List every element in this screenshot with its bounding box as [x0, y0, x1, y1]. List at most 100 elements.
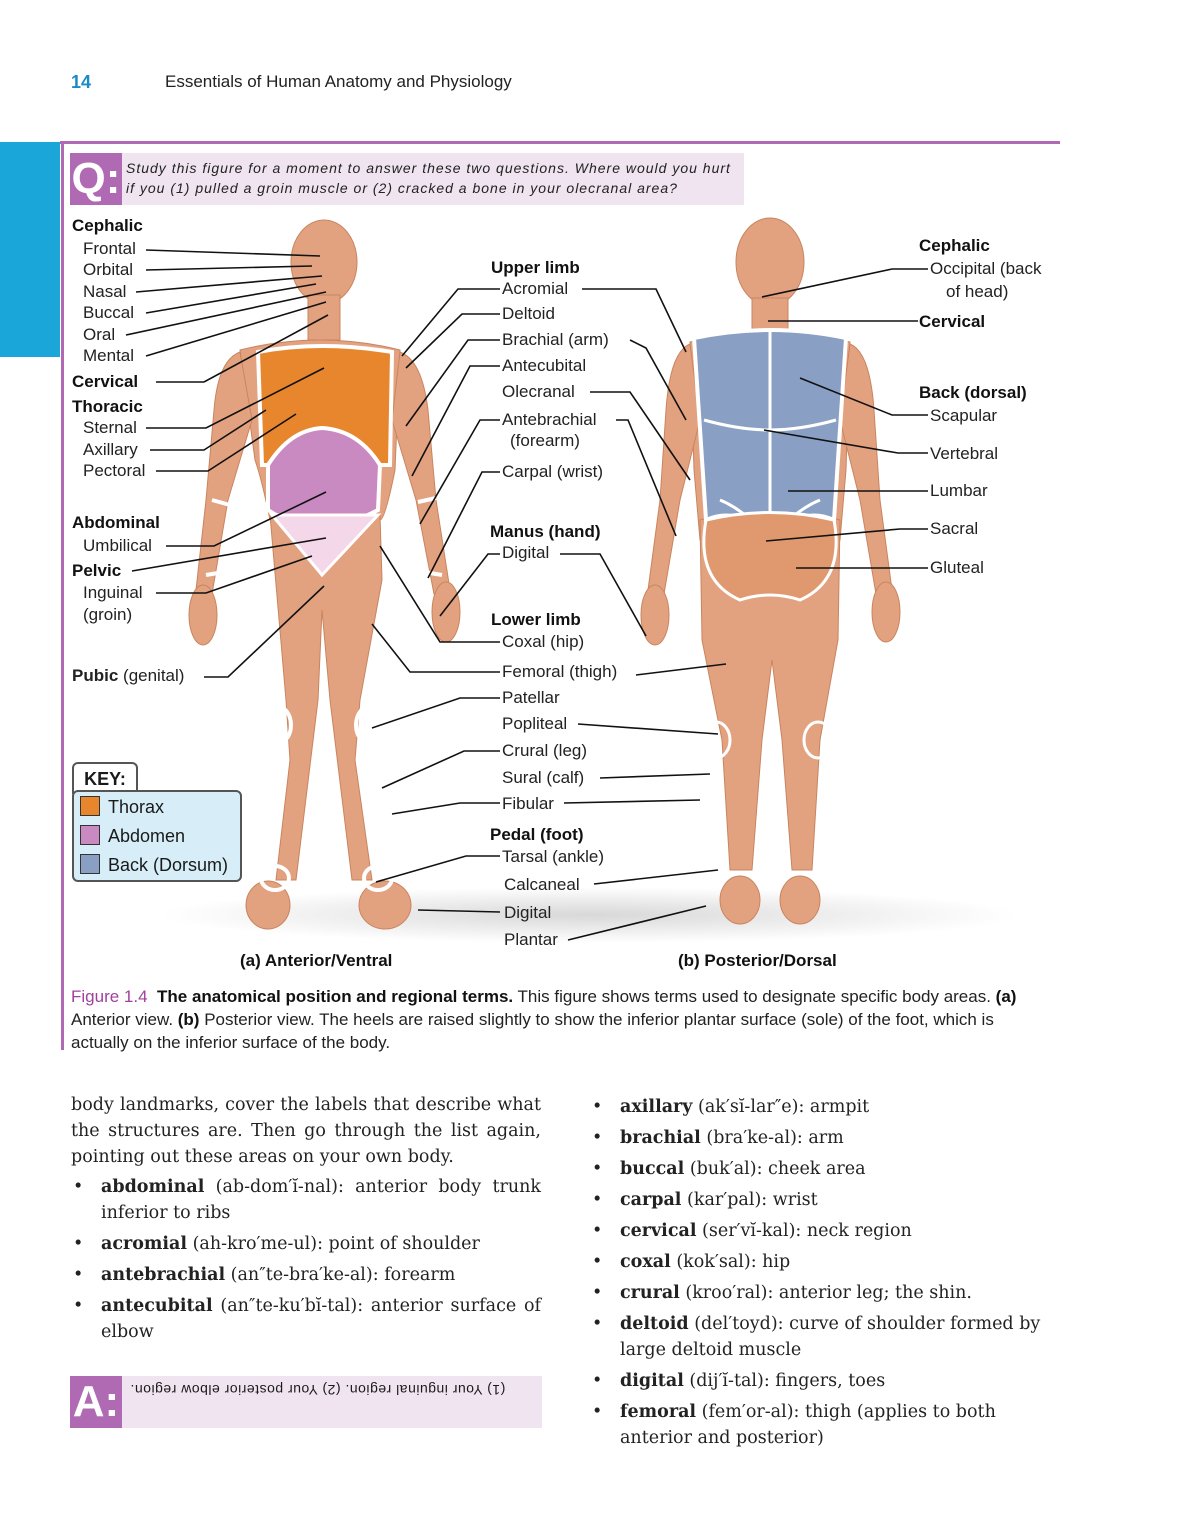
- page-number: 14: [71, 72, 92, 92]
- term-def: (ser′vĭ-kal): neck region: [696, 1221, 912, 1241]
- caption-text-2: Anterior view.: [71, 1010, 178, 1029]
- term-name: acromial: [101, 1234, 188, 1254]
- left-term-list: abdominal (ab-dom′ĭ-nal): anterior body …: [71, 1174, 541, 1345]
- label-digital-hand: Digital: [502, 543, 550, 562]
- term-def: (ah-kro′me-ul): point of shoulder: [187, 1234, 480, 1254]
- label-post-cervical: Cervical: [919, 312, 986, 331]
- term-def: (fem′or-al): thigh (applies to both ante…: [620, 1402, 996, 1448]
- key-title: KEY:: [72, 762, 138, 794]
- caption-text-1: This figure shows terms used to designat…: [513, 987, 996, 1006]
- term-def: (ak′sĭ-lar″e): armpit: [692, 1097, 870, 1117]
- label-manus: Manus (hand): [490, 522, 601, 541]
- key-swatch-abdomen: [80, 825, 100, 845]
- posterior-band-lines: [700, 330, 837, 760]
- label-upper-limb: Upper limb: [491, 258, 580, 277]
- question-box: Q: Study this figure for a moment to ans…: [70, 153, 744, 205]
- view-label-anterior: (a) Anterior/Ventral: [240, 951, 393, 970]
- key-item-abdomen: Abdomen: [80, 825, 185, 849]
- thorax-region: [255, 344, 395, 467]
- label-abdominal: Abdominal: [72, 513, 160, 532]
- label-scapular: Scapular: [930, 406, 998, 425]
- caption-text-3: Posterior view. The heels are raised sli…: [71, 1010, 994, 1052]
- label-mental: Mental: [83, 346, 135, 365]
- label-antebrachial: Antebrachial: [502, 410, 597, 429]
- top-rule: [60, 141, 1060, 144]
- right-column: axillary (ak′sĭ-lar″e): armpit brachial …: [590, 1094, 1050, 1456]
- label-crural: Crural (leg): [502, 741, 588, 760]
- key-label-abdomen: Abdomen: [108, 826, 186, 846]
- label-fibular: Fibular: [502, 794, 554, 813]
- list-item: antecubital (an″te-ku′bĭ-tal): anterior …: [71, 1293, 541, 1345]
- key-swatch-thorax: [80, 796, 100, 816]
- label-pubic-term: Pubic: [72, 666, 119, 685]
- label-nasal: Nasal: [83, 282, 127, 301]
- label-gluteal: Gluteal: [930, 558, 984, 577]
- list-item: deltoid (del′toyd): curve of shoulder fo…: [590, 1311, 1050, 1363]
- label-frontal: Frontal: [83, 239, 136, 258]
- label-pubic-genital: (genital): [123, 666, 185, 685]
- label-pedal: Pedal (foot): [490, 825, 584, 844]
- key-legend: Thorax Abdomen Back (Dorsum): [72, 790, 242, 882]
- list-item: antebrachial (an″te-bra′ke-al): forearm: [71, 1262, 541, 1288]
- label-back-dorsal: Back (dorsal): [919, 383, 1027, 402]
- label-occipital: Occipital (back: [930, 259, 1042, 278]
- label-acromial: Acromial: [502, 279, 569, 298]
- abdomen-region: [266, 425, 383, 531]
- question-letter: Q:: [70, 153, 122, 205]
- list-item: cervical (ser′vĭ-kal): neck region: [590, 1218, 1050, 1244]
- anatomy-figure: [125, 217, 1020, 943]
- list-item: acromial (ah-kro′me-ul): point of should…: [71, 1231, 541, 1257]
- key-item-back: Back (Dorsum): [80, 854, 228, 878]
- label-pubic: Pubic (genital): [72, 666, 184, 686]
- label-plantar: Plantar: [504, 930, 558, 949]
- list-item: femoral (fem′or-al): thigh (applies to b…: [590, 1399, 1050, 1451]
- left-column: body landmarks, cover the labels that de…: [71, 1092, 541, 1350]
- term-def: (kok′sal): hip: [670, 1252, 791, 1272]
- anterior-band-lines: [205, 496, 443, 892]
- term-name: carpal: [620, 1190, 682, 1210]
- list-item: digital (dij′ĭ-tal): fingers, toes: [590, 1368, 1050, 1394]
- label-digital-foot: Digital: [504, 903, 552, 922]
- term-name: antebrachial: [101, 1265, 226, 1285]
- term-def: (an″te-ku′bĭ-tal): anterior surface of e…: [101, 1296, 541, 1342]
- label-axillary: Axillary: [83, 440, 138, 459]
- list-item: buccal (buk′al): cheek area: [590, 1156, 1050, 1182]
- label-pectoral: Pectoral: [83, 461, 146, 480]
- label-lumbar: Lumbar: [930, 481, 988, 500]
- label-coxal: Coxal (hip): [502, 632, 585, 651]
- term-def: (del′toyd): curve of shoulder formed by …: [620, 1314, 1041, 1360]
- term-name: abdominal: [101, 1177, 205, 1197]
- term-name: deltoid: [620, 1314, 689, 1334]
- term-def: (bra′ke-al): arm: [700, 1128, 844, 1148]
- gluteal-region: [702, 511, 838, 602]
- term-name: digital: [620, 1371, 684, 1391]
- label-antecubital: Antecubital: [502, 356, 587, 375]
- list-item: brachial (bra′ke-al): arm: [590, 1125, 1050, 1151]
- caption-a: (a): [995, 987, 1017, 1006]
- term-name: coxal: [620, 1252, 671, 1272]
- list-item: abdominal (ab-dom′ĭ-nal): anterior body …: [71, 1174, 541, 1226]
- list-item: coxal (kok′sal): hip: [590, 1249, 1050, 1275]
- pelvic-region: [268, 513, 382, 578]
- view-label-posterior: (b) Posterior/Dorsal: [678, 951, 837, 970]
- list-item: carpal (kar′pal): wrist: [590, 1187, 1050, 1213]
- key-swatch-back: [80, 854, 100, 874]
- term-name: buccal: [620, 1159, 685, 1179]
- label-patellar: Patellar: [502, 688, 560, 707]
- answer-letter: A:: [70, 1376, 122, 1428]
- label-sternal: Sternal: [83, 418, 137, 437]
- label-pelvic: Pelvic: [72, 561, 122, 580]
- term-name: brachial: [620, 1128, 701, 1148]
- question-text: Study this figure for a moment to answer…: [126, 160, 731, 196]
- label-buccal: Buccal: [83, 303, 135, 322]
- label-oral: Oral: [83, 325, 116, 344]
- label-brachial: Brachial (arm): [502, 330, 609, 349]
- intro-paragraph: body landmarks, cover the labels that de…: [71, 1095, 541, 1167]
- key-label-back: Back (Dorsum): [108, 855, 229, 875]
- label-olecranal: Olecranal: [502, 382, 575, 401]
- term-def: (ab-dom′ĭ-nal): anterior body trunk infe…: [101, 1177, 541, 1223]
- leader-lines: [125, 249, 928, 941]
- label-sacral: Sacral: [930, 519, 979, 538]
- label-tarsal: Tarsal (ankle): [502, 847, 605, 866]
- label-lower-limb: Lower limb: [491, 610, 581, 629]
